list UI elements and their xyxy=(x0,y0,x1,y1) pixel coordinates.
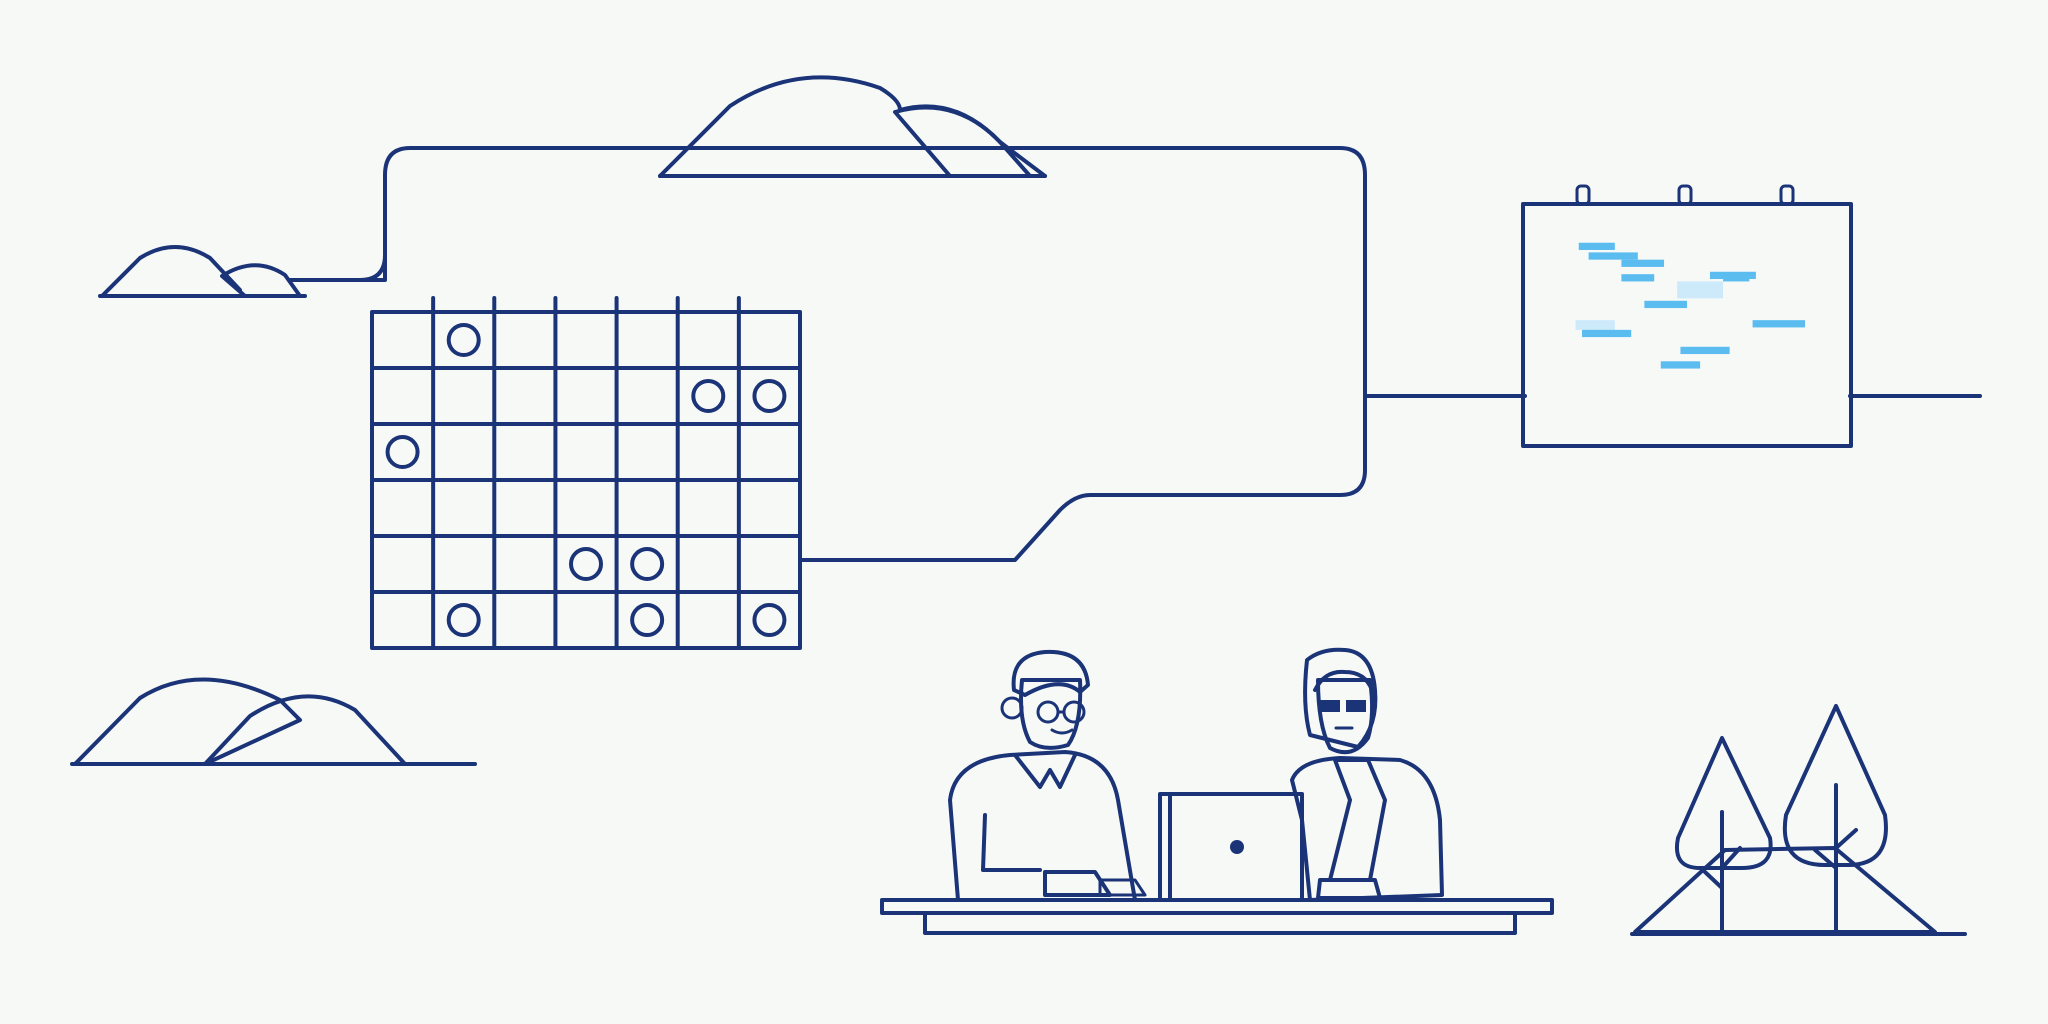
calendar-grid-icon xyxy=(370,296,802,650)
board-bar xyxy=(1680,346,1730,355)
schedule-board-icon xyxy=(1521,184,1853,448)
board-bar xyxy=(1578,242,1615,250)
board-bar xyxy=(1709,271,1756,280)
hill-icon-left-top xyxy=(98,245,307,298)
board-bar xyxy=(1723,276,1750,282)
calendar-marker-blue xyxy=(752,379,787,413)
board-bar xyxy=(1588,252,1638,260)
board-bar xyxy=(1575,320,1615,330)
board-pin xyxy=(1779,184,1795,206)
board-bar xyxy=(1621,259,1665,267)
board-bar xyxy=(1660,361,1701,369)
tree-icon-left xyxy=(1675,736,1773,934)
board-bar xyxy=(1677,281,1724,299)
laptop-icon xyxy=(1158,792,1304,902)
desk xyxy=(880,898,1554,935)
hill-icon-top xyxy=(658,75,1047,178)
calendar-marker-yellow xyxy=(630,547,665,581)
hill-icon-left-bottom xyxy=(70,677,477,766)
board-bar xyxy=(1621,274,1655,282)
board-pin xyxy=(1677,184,1693,206)
board-bar xyxy=(1644,300,1687,309)
person-woman xyxy=(1290,647,1444,902)
connector-line-left xyxy=(288,253,387,282)
tree-icon-right xyxy=(1782,704,1888,934)
board-bar xyxy=(1582,329,1632,338)
board-bars xyxy=(1575,242,1806,369)
calendar-marker-yellow xyxy=(446,323,481,357)
calendar-marker-yellow xyxy=(691,379,726,413)
calendar-marker-yellow xyxy=(630,603,665,637)
calendar-marker-blue xyxy=(752,603,787,637)
person-man xyxy=(948,649,1147,902)
board-pins xyxy=(1575,184,1795,206)
tree-icon-group xyxy=(1630,704,1967,936)
calendar-marker-yellow xyxy=(385,435,420,469)
calendar-marker-green xyxy=(569,547,603,581)
connector-line-top xyxy=(288,146,1367,562)
board-bar xyxy=(1752,320,1806,328)
board-pin xyxy=(1575,184,1591,206)
calendar-marker-yellow xyxy=(446,603,481,637)
